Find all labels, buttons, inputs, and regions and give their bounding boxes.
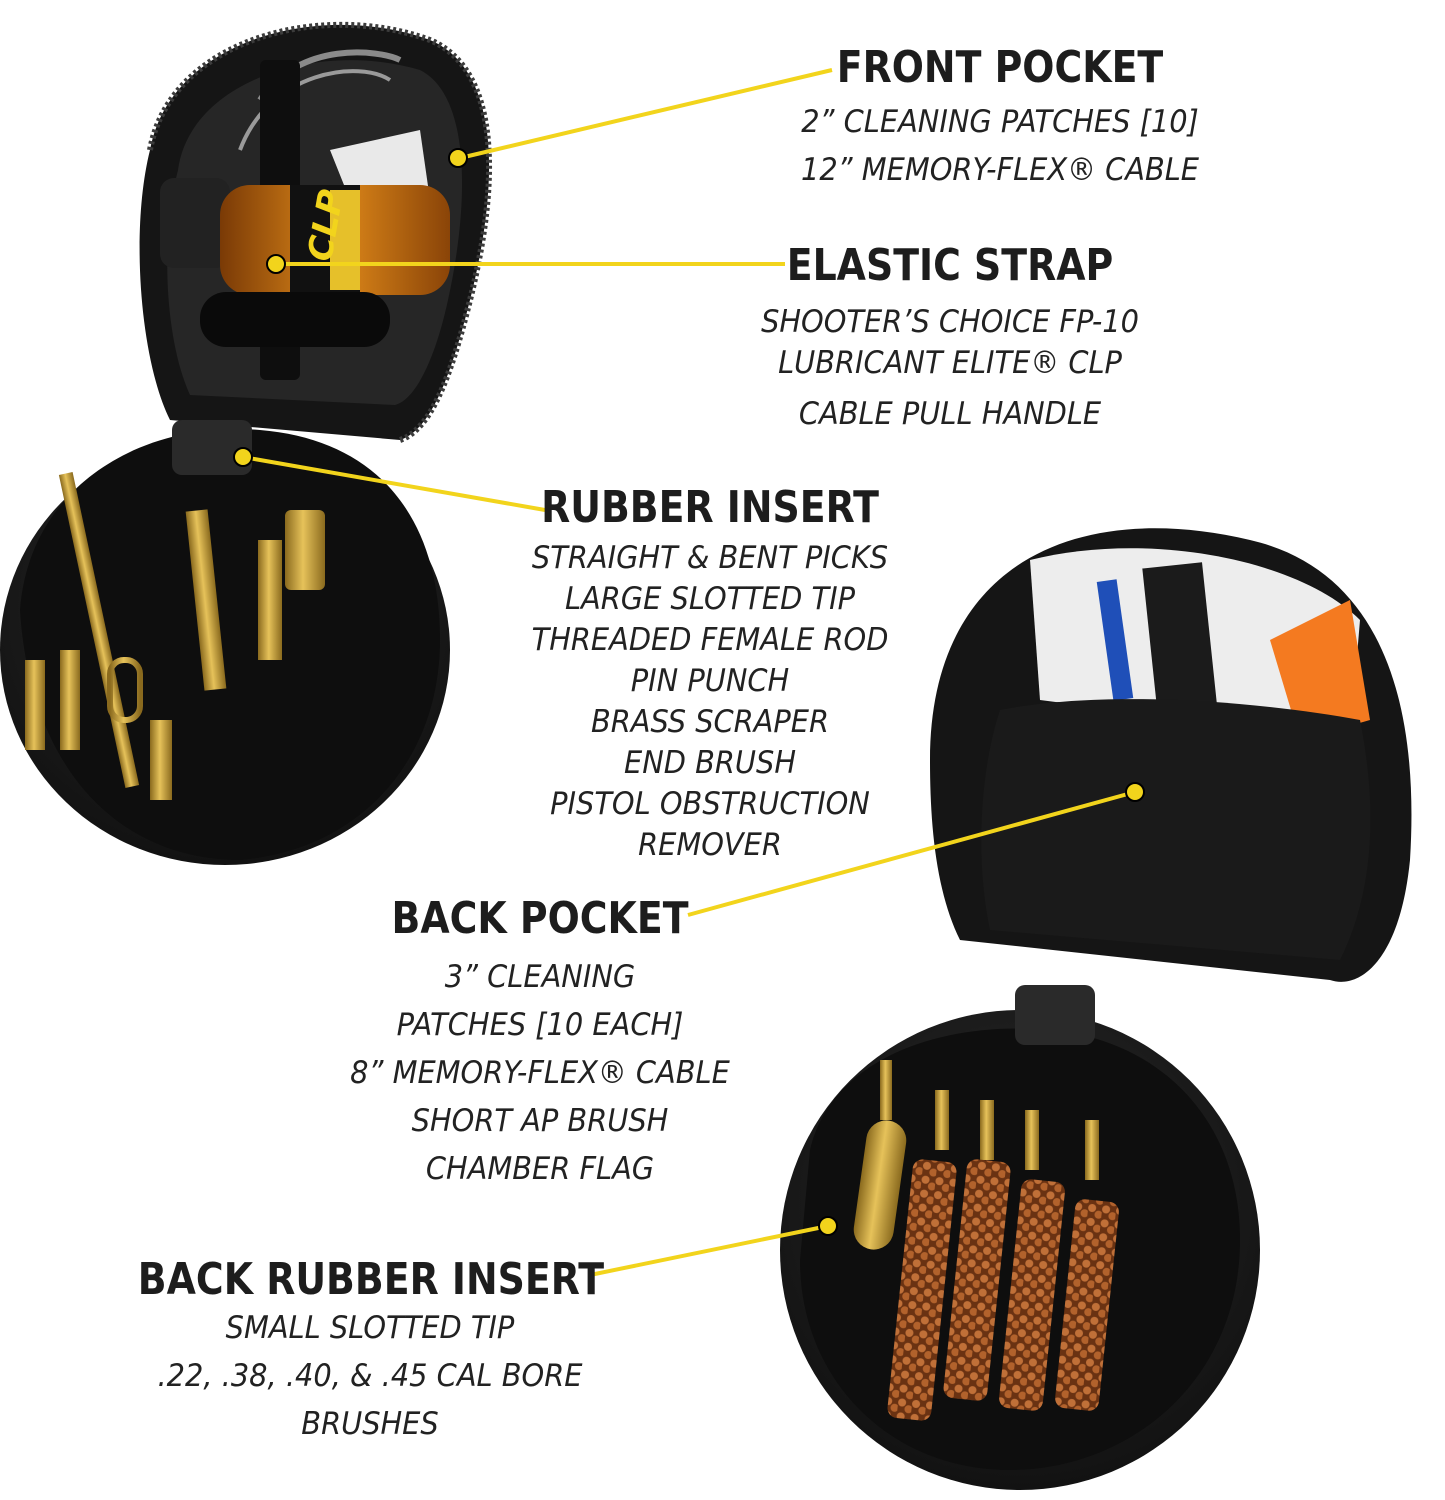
elastic-strap-item-2: LUBRICANT ELITE® CLP xyxy=(778,345,1122,381)
back-pocket-item-2: PATCHES [10 EACH] xyxy=(396,1007,684,1043)
leader-front-pocket xyxy=(459,68,833,160)
callout-elastic-strap: ELASTIC STRAP SHOOTER’S CHOICE FP-10 LUB… xyxy=(710,244,1190,435)
dot-front-pocket xyxy=(448,148,468,168)
right-pouch-lid xyxy=(930,528,1412,982)
short-ap-brush xyxy=(1096,579,1134,701)
front-pocket-title: FRONT POCKET xyxy=(836,42,1164,93)
back-pocket-item-5: CHAMBER FLAG xyxy=(425,1151,655,1187)
rubber-insert-item-2: LARGE SLOTTED TIP xyxy=(564,581,856,617)
right-insert-clip xyxy=(1015,985,1095,1045)
left-pouch-base xyxy=(0,428,450,865)
callout-back-rubber-insert: BACK RUBBER INSERT SMALL SLOTTED TIP .22… xyxy=(100,1258,640,1448)
back-pocket-title: BACK POCKET xyxy=(391,893,689,944)
back-rubber-insert-item-3: BRUSHES xyxy=(301,1406,439,1442)
dot-back-pocket xyxy=(1125,782,1145,802)
back-rubber-insert-item-2: .22, .38, .40, & .45 CAL BORE xyxy=(157,1358,583,1394)
leader-dots xyxy=(233,148,1145,1236)
elastic-strap-title: ELASTIC STRAP xyxy=(786,240,1114,291)
rubber-insert-item-5: BRASS SCRAPER xyxy=(590,704,830,740)
elastic-strap-item-1: SHOOTER’S CHOICE FP-10 xyxy=(761,304,1139,340)
dot-elastic-strap xyxy=(266,254,286,274)
dot-rubber-insert xyxy=(233,447,253,467)
cable-pull-handle xyxy=(200,292,390,347)
rubber-insert-item-8: REMOVER xyxy=(638,827,782,863)
callout-front-pocket: FRONT POCKET 2” CLEANING PATCHES [10] 12… xyxy=(770,46,1230,194)
left-insert-tools xyxy=(25,472,325,800)
leader-back-rubber-insert xyxy=(589,1224,829,1277)
rubber-insert-item-3: THREADED FEMALE ROD xyxy=(531,622,889,658)
rubber-insert-item-4: PIN PUNCH xyxy=(630,663,790,699)
back-pocket-item-3: 8” MEMORY-FLEX® CABLE xyxy=(350,1055,730,1091)
dot-back-rubber-insert xyxy=(818,1216,838,1236)
bore-brushes xyxy=(853,1060,1119,1421)
callout-back-pocket: BACK POCKET 3” CLEANING PATCHES [10 EACH… xyxy=(290,897,790,1193)
back-pocket-item-4: SHORT AP BRUSH xyxy=(411,1103,669,1139)
rubber-insert-item-1: STRAIGHT & BENT PICKS xyxy=(531,540,889,576)
leader-rubber-insert xyxy=(242,455,546,512)
front-pocket-item-1: 2” CLEANING PATCHES [10] xyxy=(801,104,1199,140)
rubber-insert-item-7: PISTOL OBSTRUCTION xyxy=(550,786,870,822)
back-rubber-insert-title: BACK RUBBER INSERT xyxy=(137,1254,605,1305)
leader-lines xyxy=(242,68,1136,1277)
rubber-insert-item-6: END BRUSH xyxy=(623,745,797,781)
elastic-strap-item-3: CABLE PULL HANDLE xyxy=(798,396,1102,432)
callout-rubber-insert: RUBBER INSERT STRAIGHT & BENT PICKS LARG… xyxy=(470,486,950,866)
chamber-flag xyxy=(1270,600,1370,740)
back-rubber-insert-item-1: SMALL SLOTTED TIP xyxy=(225,1310,515,1346)
left-insert-clip xyxy=(172,420,252,475)
front-pocket-item-2: 12” MEMORY-FLEX® CABLE xyxy=(800,152,1200,188)
back-pocket-item-1: 3” CLEANING xyxy=(444,959,636,995)
cleaning-patches-front xyxy=(330,130,430,200)
leader-back-pocket xyxy=(687,790,1136,917)
rubber-insert-title: RUBBER INSERT xyxy=(541,482,879,533)
